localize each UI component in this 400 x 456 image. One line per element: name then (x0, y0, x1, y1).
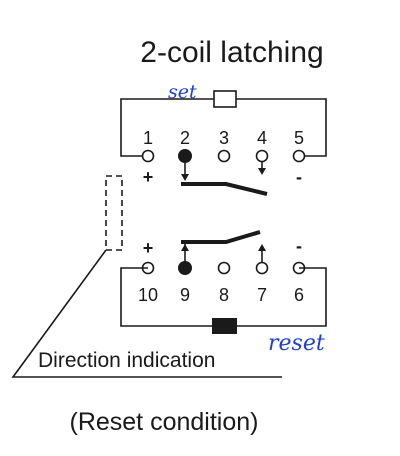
reset-coil-wire-left (120, 267, 212, 327)
polarity-minus-bottom: - (296, 236, 302, 256)
set-coil-wire-left (120, 98, 214, 157)
reset-coil (212, 318, 237, 334)
polarity-minus-top: - (296, 167, 302, 187)
terminal-6-label: 6 (294, 285, 304, 305)
reset-annotation: reset (268, 331, 325, 356)
polarity-plus-top: + (143, 167, 154, 187)
terminal-5-label: 5 (294, 128, 304, 148)
bottom-contact-blade (181, 230, 261, 244)
terminal-9 (178, 261, 192, 275)
switch-2-arrow-icon (181, 174, 189, 181)
switch-4-arrow-icon (258, 168, 266, 175)
set-annotation: set (168, 81, 197, 103)
terminal-9-label: 9 (180, 285, 190, 305)
terminal-4 (255, 149, 269, 163)
reset-condition-caption: (Reset condition) (70, 408, 259, 436)
terminal-2 (178, 149, 192, 163)
diagram-title: 2-coil latching (140, 36, 323, 69)
terminal-2-label: 2 (180, 128, 190, 148)
terminal-8 (217, 261, 231, 275)
top-contact-blade (181, 182, 268, 196)
set-coil (213, 90, 237, 108)
terminal-3-label: 3 (219, 128, 229, 148)
switch-7-arrow-icon (258, 244, 266, 251)
terminal-1 (141, 149, 155, 163)
direction-indication-label: Direction indication (38, 349, 215, 372)
set-coil-wire-right (236, 98, 327, 157)
terminal-7-label: 7 (257, 285, 267, 305)
direction-leader-line (11, 249, 282, 378)
polarity-plus-bottom: + (143, 238, 154, 258)
terminal-4-label: 4 (257, 128, 267, 148)
terminal-5 (292, 149, 306, 163)
reset-coil-wire-right (237, 267, 327, 327)
terminal-8-label: 8 (219, 285, 229, 305)
terminal-7 (255, 261, 269, 275)
terminal-3 (217, 149, 231, 163)
terminal-1-label: 1 (143, 128, 153, 148)
direction-indicator-box (105, 175, 123, 251)
switch-9-arrow-icon (181, 244, 189, 251)
terminal-10-label: 10 (138, 285, 158, 305)
